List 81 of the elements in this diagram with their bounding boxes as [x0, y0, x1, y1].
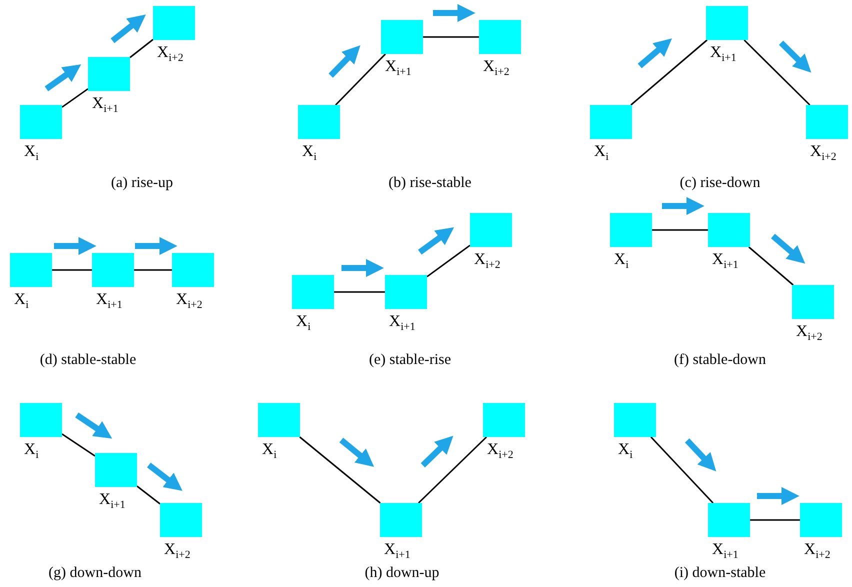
- node-label: X$_{i+2}$: [157, 44, 184, 66]
- node-label: X$_{i+1}$: [96, 291, 122, 314]
- panel-caption: (d) stable-stable: [40, 352, 136, 369]
- node-label: X$_{i+1}$: [92, 95, 118, 118]
- panel-caption: (g) down-down: [48, 565, 142, 582]
- connector-line: [136, 486, 160, 504]
- node-label: X$_{i}$: [24, 441, 39, 464]
- node-label: X$_{i+2}$: [474, 251, 500, 274]
- square-box: [800, 503, 842, 537]
- connector-line: [423, 36, 479, 38]
- square-box: [610, 213, 652, 247]
- node-label: X$_{i}$: [14, 291, 29, 314]
- node-label: X$_{i+1}$: [712, 251, 738, 274]
- connector-line: [418, 436, 488, 504]
- node-label: X$_{i+2}$: [810, 143, 836, 166]
- connector-line: [630, 39, 708, 106]
- node-label: X$_{i+2}$: [487, 441, 514, 464]
- square-box: [590, 105, 632, 139]
- node-label: X$_{i+1}$: [385, 58, 412, 80]
- square-box: [614, 403, 656, 437]
- node-label: X$_{i}$: [618, 441, 633, 464]
- square-box: [153, 6, 195, 40]
- panel-caption: (f) stable-down: [674, 352, 766, 369]
- panel-caption: (b) rise-stable: [388, 175, 472, 192]
- connector-line: [62, 433, 96, 457]
- node-label: X$_{i+2}$: [796, 323, 822, 346]
- connector-line: [62, 88, 88, 108]
- square-box: [95, 453, 137, 487]
- connector-line: [750, 519, 800, 521]
- square-box: [483, 403, 525, 437]
- panel-caption: (c) rise-down: [680, 175, 760, 192]
- connector-line: [134, 269, 172, 271]
- square-box: [479, 20, 521, 54]
- square-box: [381, 20, 423, 54]
- panel-caption: (a) rise-up: [110, 175, 174, 192]
- node-label: X$_{i}$: [296, 313, 311, 336]
- connector-line: [52, 269, 92, 271]
- node-label: X$_{i+2}$: [804, 541, 830, 564]
- connector-line: [652, 229, 708, 231]
- square-box: [470, 213, 512, 247]
- square-box: [10, 253, 52, 287]
- square-box: [298, 105, 340, 139]
- square-box: [92, 253, 134, 287]
- node-label: X$_{i+1}$: [384, 541, 410, 564]
- node-label: X$_{i}$: [614, 251, 629, 274]
- square-box: [792, 285, 834, 319]
- square-box: [20, 403, 62, 437]
- square-box: [88, 57, 130, 91]
- node-label: X$_{i+2}$: [176, 291, 202, 314]
- node-label: X$_{i}$: [302, 143, 317, 166]
- connector-line: [744, 39, 810, 106]
- square-box: [172, 253, 214, 287]
- square-box: [708, 503, 750, 537]
- square-box: [258, 403, 300, 437]
- node-label: X$_{i}$: [262, 441, 277, 464]
- node-label: X$_{i+1}$: [710, 44, 736, 66]
- node-label: X$_{i+1}$: [712, 541, 738, 564]
- panel-caption: (e) stable-rise: [368, 352, 452, 369]
- connector-line: [334, 291, 385, 293]
- panel-caption: (i) down-stable: [674, 565, 766, 582]
- connector-line: [299, 436, 381, 504]
- square-box: [160, 503, 202, 537]
- square-box: [20, 105, 62, 139]
- node-label: X$_{i+1}$: [389, 313, 416, 336]
- square-box: [706, 6, 748, 40]
- connector-line: [426, 244, 470, 278]
- square-box: [380, 503, 422, 537]
- node-label: X$_{i+2}$: [483, 58, 510, 80]
- connector-line: [650, 436, 714, 504]
- square-box: [385, 275, 427, 309]
- node-label: X$_{i}$: [24, 143, 39, 166]
- panel-caption: (h) down-up: [364, 565, 440, 582]
- connector-line: [130, 38, 154, 58]
- node-label: X$_{i+1}$: [99, 491, 126, 514]
- node-label: X$_{i+2}$: [164, 541, 190, 564]
- connector-line: [335, 53, 386, 106]
- connector-line: [748, 246, 794, 286]
- node-label: X$_{i}$: [594, 143, 609, 166]
- square-box: [708, 213, 750, 247]
- square-box: [806, 105, 848, 139]
- square-box: [292, 275, 334, 309]
